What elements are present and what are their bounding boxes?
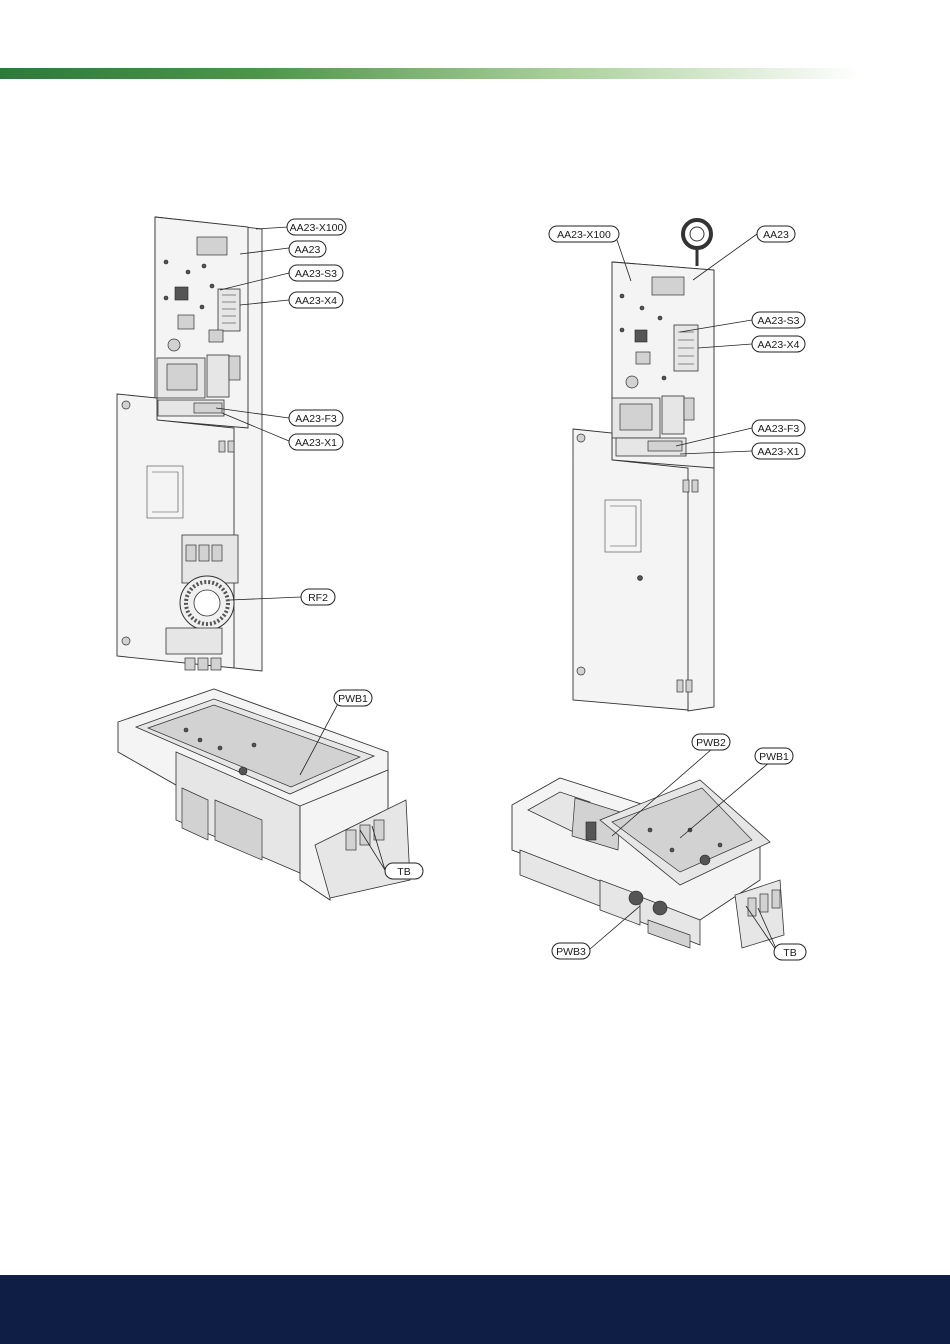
svg-text:AA23-X4: AA23-X4 — [757, 339, 799, 351]
svg-text:AA23-X100: AA23-X100 — [557, 229, 611, 241]
svg-text:PWB1: PWB1 — [338, 693, 368, 705]
svg-text:AA23: AA23 — [295, 244, 321, 256]
label-pwb1-right: PWB1 — [755, 748, 793, 764]
svg-text:AA23-S3: AA23-S3 — [295, 268, 337, 280]
label-tb-right: TB — [774, 944, 806, 960]
label-aa23-x4-left: AA23-X4 — [289, 292, 343, 308]
svg-text:AA23-X1: AA23-X1 — [757, 446, 799, 458]
svg-text:AA23-S3: AA23-S3 — [757, 315, 799, 327]
svg-text:PWB2: PWB2 — [696, 737, 726, 749]
right-inverter-assembly — [512, 778, 784, 948]
label-aa23-x100-left: AA23-X100 — [287, 219, 346, 235]
label-aa23-f3-left: AA23-F3 — [289, 410, 343, 426]
label-aa23-x100-right: AA23-X100 — [549, 226, 619, 242]
svg-text:PWB3: PWB3 — [556, 946, 586, 958]
label-pwb3: PWB3 — [552, 943, 590, 959]
svg-text:AA23-X100: AA23-X100 — [290, 222, 344, 234]
label-aa23-s3-right: AA23-S3 — [752, 312, 805, 328]
svg-text:AA23: AA23 — [763, 229, 789, 241]
svg-text:TB: TB — [397, 866, 410, 878]
right-control-board-assembly — [573, 220, 714, 711]
label-pwb1-left: PWB1 — [334, 690, 372, 706]
svg-text:AA23-F3: AA23-F3 — [758, 423, 800, 435]
label-aa23-s3-left: AA23-S3 — [289, 265, 343, 281]
label-aa23-left: AA23 — [289, 241, 326, 257]
label-aa23-x1-left: AA23-X1 — [289, 434, 343, 450]
svg-text:PWB1: PWB1 — [759, 751, 789, 763]
label-aa23-f3-right: AA23-F3 — [752, 420, 805, 436]
label-rf2: RF2 — [301, 589, 335, 605]
label-tb-left: TB — [385, 863, 423, 879]
footer-band — [0, 1275, 950, 1344]
label-aa23-x1-right: AA23-X1 — [752, 443, 805, 459]
left-inverter-assembly — [118, 689, 410, 900]
svg-text:AA23-F3: AA23-F3 — [295, 413, 337, 425]
label-pwb2: PWB2 — [692, 734, 730, 750]
label-aa23-x4-right: AA23-X4 — [752, 336, 805, 352]
svg-text:AA23-X4: AA23-X4 — [295, 295, 337, 307]
svg-text:AA23-X1: AA23-X1 — [295, 437, 337, 449]
svg-text:RF2: RF2 — [308, 592, 328, 604]
svg-text:TB: TB — [783, 947, 796, 959]
label-aa23-right: AA23 — [757, 226, 795, 242]
